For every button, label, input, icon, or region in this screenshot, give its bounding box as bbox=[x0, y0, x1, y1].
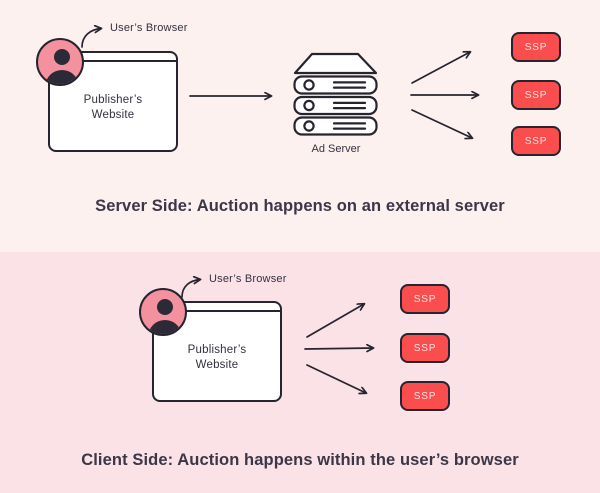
server-side-caption: Server Side: Auction happens on an exter… bbox=[95, 197, 505, 215]
ad-server-label: Ad Server bbox=[311, 143, 361, 155]
ssp-box: SSP bbox=[400, 284, 450, 314]
ssp-label: SSP bbox=[413, 390, 437, 402]
flow-arrow-icon bbox=[411, 109, 472, 138]
ssp-box: SSP bbox=[400, 333, 450, 363]
flow-arrow-icon bbox=[304, 348, 373, 349]
ssp-box: SSP bbox=[400, 381, 450, 411]
avatar-shoulders bbox=[148, 320, 182, 334]
avatar-head bbox=[54, 49, 70, 65]
publisher-website-line1: Publisher’s bbox=[187, 343, 247, 356]
ssp-label: SSP bbox=[524, 135, 548, 147]
ssp-label: SSP bbox=[413, 342, 437, 354]
user-avatar-icon bbox=[139, 288, 187, 336]
publisher-website-line2: Website bbox=[91, 108, 135, 121]
ssp-box: SSP bbox=[511, 32, 561, 62]
user-browser-label: User’s Browser bbox=[110, 22, 188, 34]
avatar-shoulders bbox=[45, 70, 79, 84]
publisher-website-label: Publisher’s Website bbox=[50, 64, 176, 150]
ssp-label: SSP bbox=[413, 293, 437, 305]
publisher-website-label: Publisher’s Website bbox=[154, 314, 280, 400]
browser-window: Publisher’s Website bbox=[48, 51, 178, 152]
client-side-arrows-layer bbox=[181, 252, 600, 493]
curved-arrow-icon bbox=[81, 29, 101, 48]
ssp-label: SSP bbox=[524, 41, 548, 53]
ssp-box: SSP bbox=[511, 80, 561, 110]
user-avatar-icon bbox=[36, 38, 84, 86]
publisher-website-line2: Website bbox=[195, 358, 239, 371]
user-browser-label: User’s Browser bbox=[209, 273, 287, 285]
browser-titlebar bbox=[50, 53, 176, 62]
client-side-caption: Client Side: Auction happens within the … bbox=[81, 451, 519, 469]
server-side-arrows-layer bbox=[81, 0, 600, 252]
curved-arrow-icon bbox=[181, 280, 200, 298]
browser-titlebar bbox=[154, 303, 280, 312]
avatar-head bbox=[157, 299, 173, 315]
publisher-website-line1: Publisher’s bbox=[83, 93, 143, 106]
ad-server-icon bbox=[293, 52, 378, 136]
ssp-label: SSP bbox=[524, 89, 548, 101]
client-side-panel: User’s Browser Publisher’s Website SSP S… bbox=[0, 252, 600, 493]
ssp-box: SSP bbox=[511, 126, 561, 156]
flow-arrow-icon bbox=[306, 364, 366, 393]
flow-arrow-icon bbox=[411, 52, 470, 84]
flow-arrow-icon bbox=[306, 304, 364, 338]
server-side-panel: User’s Browser Publisher’s Website Ad Se… bbox=[0, 0, 600, 252]
